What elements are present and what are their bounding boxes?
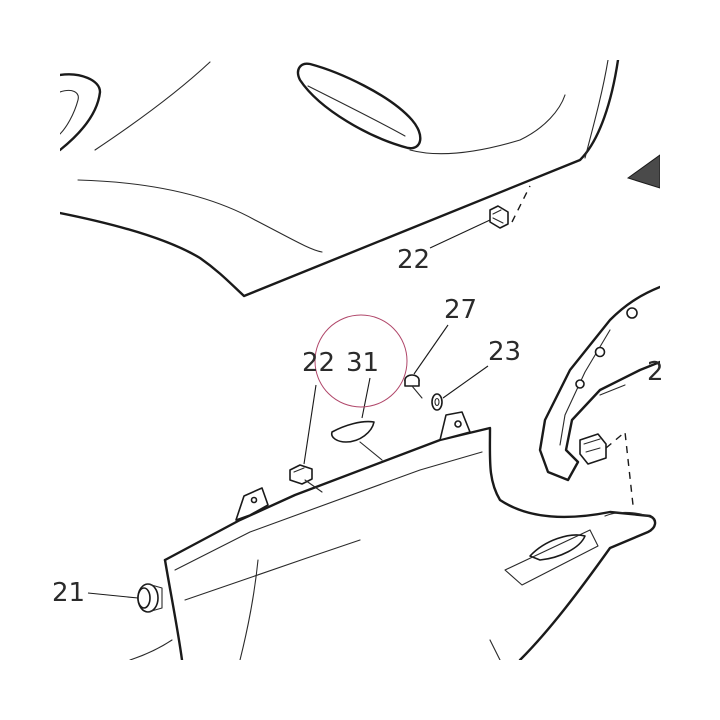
screw-27 — [404, 324, 449, 399]
callout-22-lower: 22 — [302, 348, 335, 378]
callout-23: 23 — [488, 337, 521, 367]
washer-23 — [431, 365, 489, 411]
upper-fairing — [60, 60, 620, 298]
right-bracket — [538, 285, 660, 506]
fairing-edge-marker — [626, 154, 660, 189]
lower-side-fairing — [163, 411, 657, 660]
callout-22-upper: 22 — [397, 245, 430, 275]
callout-21: 21 — [52, 578, 85, 608]
grommet-21 — [87, 583, 173, 660]
highlight-circle — [314, 314, 408, 408]
small-cover-31 — [330, 377, 383, 461]
fastener-22-lower — [289, 384, 323, 493]
callout-31: 31 — [346, 348, 379, 378]
callout-2: 2 — [647, 357, 664, 387]
callout-27: 27 — [444, 295, 477, 325]
